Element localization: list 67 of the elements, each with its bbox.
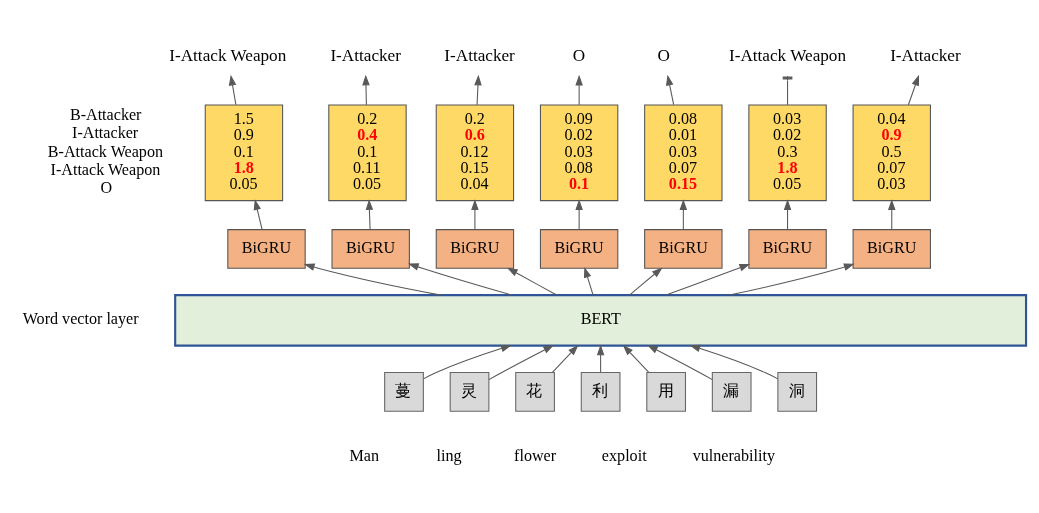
label: Word vector layer [22,309,139,327]
arrow [303,263,442,296]
arrow [728,263,855,296]
arrow [488,344,555,380]
label: O [100,178,113,196]
label: B-Attack Weapon [47,142,164,160]
node-box: BiGRU [227,228,306,269]
node-box: 0.04 0.9 0.5 0.07 0.03 [852,103,931,201]
arrow [783,198,792,230]
label: I-Attack Weapon [50,160,161,178]
arrow [888,198,896,230]
node-text: O [572,45,586,65]
node-box: 0.03 0.02 0.3 1.8 0.05 [748,103,827,201]
arrow [422,344,512,379]
node-box: 灵 [449,371,490,412]
arrow [362,74,370,105]
node-box: 漏 [711,371,752,412]
arrow [622,344,650,373]
arrow [365,198,374,230]
arrow [629,266,663,296]
node-text: I-Attacker [444,45,515,65]
node-box: 1.5 0.9 0.1 1.8 0.05 [204,103,284,201]
node-text: I-Attacker [330,45,401,65]
label: I-Attacker [72,123,139,141]
node-box: BERT [174,293,1028,347]
node-box: 洞 [777,371,818,412]
arrow [689,344,779,379]
node-box: BiGRU [331,228,410,269]
node-box: 0.08 0.01 0.03 0.07 0.15 [644,103,723,201]
arrow [575,198,583,230]
arrow [228,74,237,105]
node-text: I-Attack Weapon [169,45,287,65]
node-box: 0.09 0.02 0.03 0.08 0.1 [539,103,619,201]
node-box: 花 [515,371,555,412]
node-text: I-Attacker [890,45,961,65]
node-box: BiGRU [748,228,827,269]
label: flower [514,446,557,464]
arrow [474,74,482,105]
node-box: BiGRU [435,228,515,269]
arrow [552,344,579,373]
arrow [907,74,920,105]
node-box: BiGRU [539,228,619,269]
arrow [253,198,263,230]
label: ling [436,446,462,464]
node-box: 0.2 0.4 0.1 0.11 0.05 [328,103,407,201]
arrow [679,198,688,230]
arrow [471,198,479,230]
node-box: 利 [580,371,621,412]
label: vulnerability [692,446,775,464]
arrow [575,74,583,105]
node-text: I-Attack Weapon [729,45,847,65]
label: B-Attacker [69,105,142,123]
node-box: 0.2 0.6 0.12 0.15 0.04 [435,103,515,201]
node-box: BiGRU [852,228,931,269]
connector [782,75,793,105]
arrow [407,262,513,296]
arrow [665,263,751,296]
label: exploit [601,446,647,464]
arrow [647,344,713,380]
node-box: 用 [646,371,687,412]
node-box: 蔓 [384,371,424,412]
arrow [583,266,594,296]
arrow [506,267,558,296]
label: Man [349,446,380,464]
arrow [665,74,675,105]
node-box: BiGRU [644,228,723,269]
node-text: O [657,45,670,65]
